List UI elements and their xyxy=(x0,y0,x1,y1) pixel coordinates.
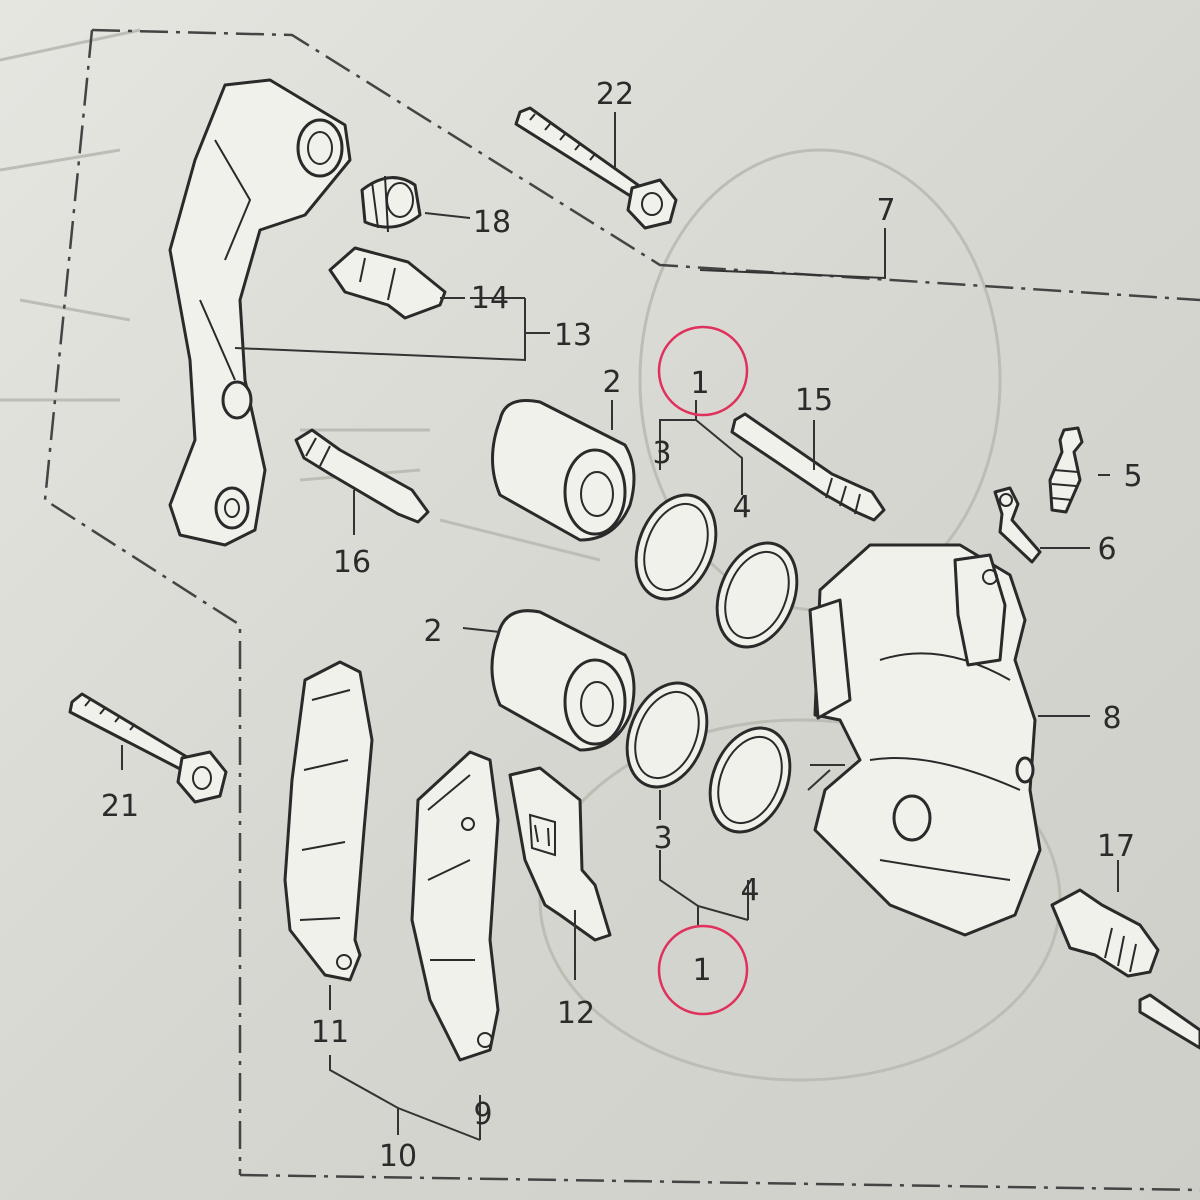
callout-10: 10 xyxy=(379,1139,417,1174)
piston-lower xyxy=(490,609,636,752)
leader-lines xyxy=(121,112,1119,1141)
callout-9: 9 xyxy=(473,1097,492,1132)
bleeder-5 xyxy=(1048,426,1084,514)
brake-pad-9 xyxy=(410,750,500,1062)
caliper-body xyxy=(808,543,1042,937)
highlight-circle-upper xyxy=(657,325,749,417)
pin-16 xyxy=(294,428,430,524)
highlight-circle-lower xyxy=(657,924,749,1016)
shim-12 xyxy=(508,766,612,942)
assembly-boundary xyxy=(43,28,1200,1192)
callout-22: 22 xyxy=(596,77,634,112)
callout-14: 14 xyxy=(471,281,509,316)
callout-5: 5 xyxy=(1123,459,1142,494)
callout-4: 4 xyxy=(740,873,759,908)
callout-2: 2 xyxy=(602,365,621,400)
callout-16: 16 xyxy=(333,545,371,580)
callout-21: 21 xyxy=(101,789,139,824)
callout-15: 15 xyxy=(795,383,833,418)
bolt-21 xyxy=(68,692,228,804)
brake-pad-11 xyxy=(283,660,374,982)
callout-4: 4 xyxy=(732,490,751,525)
seal-rings xyxy=(625,493,799,834)
callout-3: 3 xyxy=(652,436,671,471)
callout-6: 6 xyxy=(1097,532,1116,567)
boot-part xyxy=(360,175,422,233)
callout-2: 2 xyxy=(423,614,442,649)
cap-6 xyxy=(993,486,1042,564)
callout-18: 18 xyxy=(473,205,511,240)
bolt-22 xyxy=(514,106,678,230)
callout-7: 7 xyxy=(876,193,895,228)
callout-8: 8 xyxy=(1102,701,1121,736)
caliper-bracket xyxy=(168,78,352,547)
callout-17: 17 xyxy=(1097,829,1135,864)
pin-15 xyxy=(730,412,886,522)
callout-13: 13 xyxy=(554,318,592,353)
piston-upper xyxy=(491,399,636,542)
callout-3: 3 xyxy=(653,821,672,856)
callout-11: 11 xyxy=(311,1015,349,1050)
highlight-marks xyxy=(657,325,749,1016)
callout-1-highlighted: 1 xyxy=(690,366,709,401)
callout-1-highlighted: 1 xyxy=(692,953,711,988)
bolt-17 xyxy=(1050,888,1200,1050)
pad-spring xyxy=(328,246,447,320)
callout-12: 12 xyxy=(557,996,595,1031)
